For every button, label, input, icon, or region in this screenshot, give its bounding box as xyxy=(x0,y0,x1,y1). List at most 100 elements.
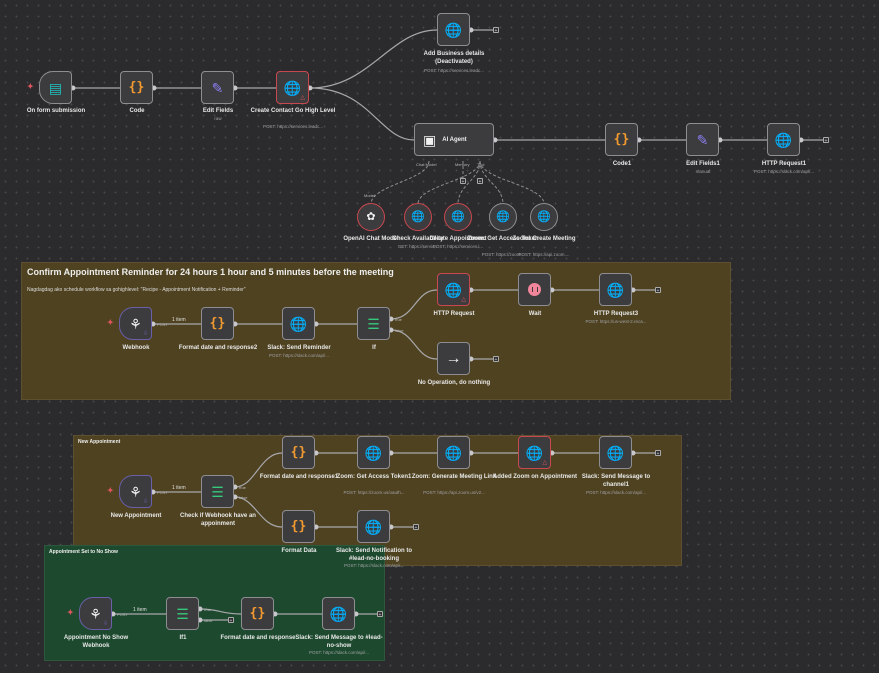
node-slack-send-reminder[interactable]: 🌐 xyxy=(282,307,315,340)
node-slack-send-notification[interactable]: 🌐 xyxy=(357,510,390,543)
node-ai-agent[interactable]: ▣AI Agent xyxy=(414,123,494,156)
trigger-icon: ✦ xyxy=(27,82,34,91)
node-wait[interactable] xyxy=(518,273,551,306)
webhook-icon: ⚘ xyxy=(89,605,102,622)
node-http-request3[interactable]: 🌐 xyxy=(599,273,632,306)
port-model: Model xyxy=(364,193,375,198)
wire xyxy=(199,608,242,615)
node-new-appointment[interactable]: ⚘⇩ xyxy=(119,475,152,508)
code-icon: {} xyxy=(613,131,630,147)
node-sublabel: POST: https://slack.com/api/... xyxy=(753,169,815,174)
globe-icon: 🌐 xyxy=(537,211,551,223)
add-node-button[interactable]: + xyxy=(413,524,419,531)
node-slack-send-channel1[interactable]: 🌐 xyxy=(599,436,632,469)
wire xyxy=(234,496,283,528)
node-no-show-webhook[interactable]: ⚘⇩ xyxy=(79,597,112,630)
node-format-date-response1[interactable]: {} xyxy=(282,436,315,469)
node-format-data[interactable]: {} xyxy=(282,510,315,543)
pencil-icon: ✎ xyxy=(696,131,709,148)
tool-zoom-create-meeting[interactable]: 🌐 xyxy=(530,203,558,231)
add-node-button[interactable]: + xyxy=(655,287,661,294)
pencil-icon: ✎ xyxy=(211,79,224,96)
node-format-date-response2[interactable]: {} xyxy=(201,307,234,340)
node-create-contact[interactable]: 🌐△ xyxy=(276,71,309,104)
node-label: Wait xyxy=(528,311,542,317)
tool-label: Check Availability xyxy=(392,236,444,242)
node-no-operation[interactable]: → xyxy=(437,342,470,375)
port-true: true xyxy=(204,607,211,612)
item-count: 1 item xyxy=(172,317,186,323)
node-http-request1[interactable]: 🌐 xyxy=(767,123,800,156)
add-node-button[interactable]: + xyxy=(493,27,499,34)
tool-label: Zoom: Create Meeting xyxy=(512,236,576,242)
node-code1[interactable]: {} xyxy=(605,123,638,156)
wire xyxy=(309,29,438,89)
node-label: Slack: Send Message to channel1 xyxy=(581,474,651,488)
node-sublabel: POST: https://api.zoom.us/v2... xyxy=(423,490,485,495)
globe-icon: 🌐 xyxy=(289,315,308,332)
node-label: Format Data xyxy=(281,548,317,554)
tool-openai-chat-model[interactable]: ✿ xyxy=(357,203,385,231)
add-tool-button[interactable]: + xyxy=(477,178,483,185)
add-node-button[interactable]: + xyxy=(228,617,234,624)
node-sublabel: POST: https://slack.com/api/... xyxy=(585,490,647,495)
node-if1[interactable]: ☰ xyxy=(166,597,199,630)
globe-icon: 🌐 xyxy=(451,211,465,223)
tool-sublabel: GET: https://servic... xyxy=(397,244,439,249)
pin-icon: ⇩ xyxy=(142,331,148,337)
tool-sublabel: POST: https://services.l... xyxy=(432,244,484,249)
add-memory-button[interactable]: + xyxy=(460,178,466,185)
add-node-button[interactable]: + xyxy=(377,611,383,618)
node-label: Check if Webhook have an appoinment xyxy=(180,513,256,527)
dashed-wire xyxy=(479,160,504,205)
warning-icon: △ xyxy=(300,95,305,101)
node-added-zoom[interactable]: 🌐△ xyxy=(518,436,551,469)
node-edit-fields1[interactable]: ✎ xyxy=(686,123,719,156)
add-node-button[interactable]: + xyxy=(823,137,829,144)
node-slack-send-lead-no-show[interactable]: 🌐 xyxy=(322,597,355,630)
node-label: HTTP Request xyxy=(433,311,475,317)
webhook-icon: ⚘ xyxy=(129,315,142,332)
globe-icon: 🌐 xyxy=(283,79,302,96)
globe-icon: 🌐 xyxy=(774,131,793,148)
node-sublabel: POST: https://zoom.us/oauth... xyxy=(343,490,405,495)
tool-zoom-get-access-token[interactable]: 🌐 xyxy=(489,203,517,231)
node-code[interactable]: {} xyxy=(120,71,153,104)
node-zoom-generate-link[interactable]: 🌐 xyxy=(437,436,470,469)
node-label: Create Contact Go High Level xyxy=(250,108,336,114)
node-add-business[interactable]: 🌐 xyxy=(437,13,470,46)
node-format-date-response[interactable]: {} xyxy=(241,597,274,630)
wire xyxy=(309,87,415,141)
node-label: On form submission xyxy=(26,108,86,114)
node-label: New Appointment xyxy=(110,513,162,519)
node-zoom-get-access-token1[interactable]: 🌐 xyxy=(357,436,390,469)
trigger-icon: ✦ xyxy=(67,608,74,617)
globe-icon: 🌐 xyxy=(606,281,625,298)
arrow-right-icon: → xyxy=(445,349,462,367)
tool-label: Create Appointment xyxy=(429,236,487,242)
node-label: Format date and response1 xyxy=(259,474,339,480)
item-count: 1 item xyxy=(133,607,147,613)
globe-icon: 🌐 xyxy=(525,444,544,461)
node-edit-fields[interactable]: ✎ xyxy=(201,71,234,104)
node-on-form-submission[interactable]: ▤ xyxy=(39,71,72,104)
sticky-new-appointment-title: New Appointment xyxy=(78,439,121,445)
webhook-icon: ⚘ xyxy=(129,483,142,500)
node-if[interactable]: ☰ xyxy=(357,307,390,340)
globe-icon: 🌐 xyxy=(444,444,463,461)
dashed-wire xyxy=(370,160,430,205)
tool-create-appointment[interactable]: 🌐 xyxy=(444,203,472,231)
node-check-webhook[interactable]: ☰ xyxy=(201,475,234,508)
trigger-icon: ✦ xyxy=(107,486,114,495)
node-webhook[interactable]: ⚘⇩ xyxy=(119,307,152,340)
code-icon: {} xyxy=(290,444,307,460)
node-label: Format date and response xyxy=(220,635,296,641)
node-http-request[interactable]: 🌐△ xyxy=(437,273,470,306)
add-node-button[interactable]: + xyxy=(655,450,661,457)
port-post: POST xyxy=(157,322,168,327)
node-label: Appointment No Show Webhook xyxy=(63,635,129,649)
robot-icon: ▣ xyxy=(423,131,437,148)
tool-check-availability[interactable]: 🌐 xyxy=(404,203,432,231)
add-node-button[interactable]: + xyxy=(493,356,499,363)
